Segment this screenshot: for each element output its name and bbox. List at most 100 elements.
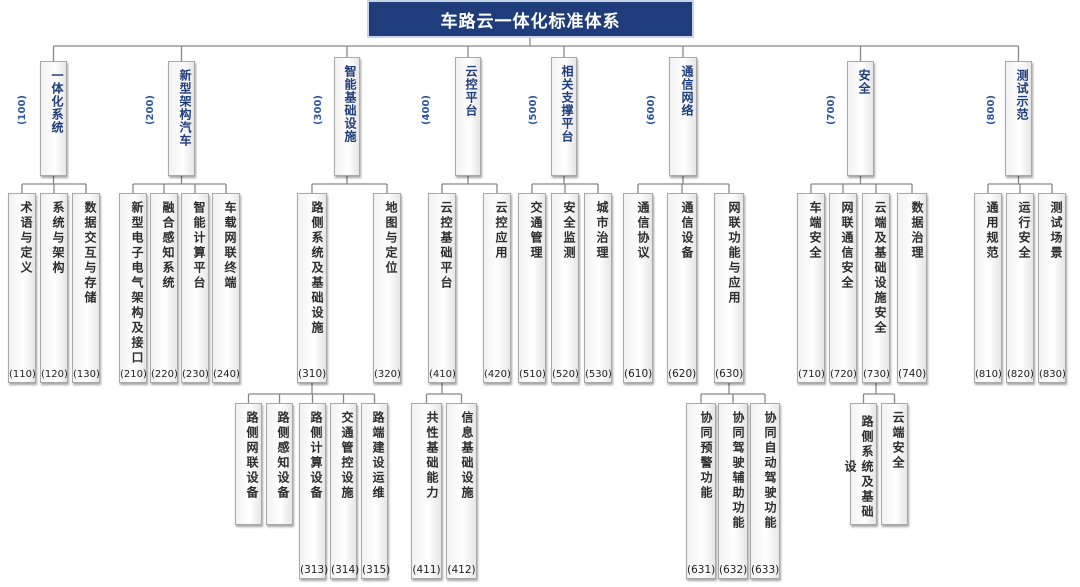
- sub-box-8-label: 路侧系统及基础设施: [310, 201, 324, 336]
- sub-box-8: 路侧系统及基础设施(310): [297, 193, 327, 383]
- sub-box-12-label: 交通管理: [529, 201, 543, 261]
- leaf-box-4: 交通管控设施 (314): [330, 403, 360, 579]
- sub-box-14: 城市治理(530): [584, 193, 612, 383]
- category-code-5: (500): [528, 95, 539, 126]
- sub-box-16: 通信设备 (620): [667, 193, 697, 383]
- leaf-box-10-label: 协同自动驾驶功能: [763, 411, 777, 531]
- leaf-box-3-label: 路侧计算设备: [309, 411, 323, 501]
- sub-box-21-label: 数据治理: [910, 201, 924, 261]
- sub-box-11-code: (420): [484, 369, 511, 380]
- leaf-box-12-label: 云端安全: [891, 411, 905, 471]
- leaf-box-3: 路侧计算设备 (313): [299, 403, 329, 579]
- leaf-box-7: 信息基础设施 (412): [446, 403, 477, 579]
- category-code-2: (200): [145, 95, 156, 126]
- sub-box-19: 网联通信安全(720): [829, 193, 857, 383]
- category-code-7: (700): [826, 95, 837, 126]
- category-box-1: 一体化系统: [40, 61, 67, 176]
- sub-box-19-code: (720): [830, 369, 857, 380]
- leaf-box-6-code: (411): [412, 564, 441, 576]
- leaf-box-4-code: (314): [331, 564, 360, 576]
- category-box-4: 云控平台: [455, 57, 481, 176]
- leaf-box-6-label: 共性基础能力: [425, 411, 439, 501]
- sub-box-7-code: (240): [213, 369, 240, 380]
- category-box-5: 相关支撑平台: [551, 57, 577, 176]
- sub-box-22-code: (810): [975, 369, 1002, 380]
- leaf-box-11-label: 路侧系统及基础设: [843, 415, 874, 520]
- sub-box-13-code: (520): [552, 369, 579, 380]
- sub-box-12: 交通管理 (510): [518, 193, 546, 383]
- category-box-2-label: 新型架构汽车: [178, 69, 192, 147]
- leaf-box-9-code: (632): [719, 564, 748, 576]
- leaf-box-7-label: 信息基础设施: [460, 411, 474, 501]
- category-box-2: 新型架构汽车: [168, 61, 195, 176]
- category-box-8-label: 测试示范: [1015, 69, 1029, 121]
- sub-box-22: 通用规范 (810): [974, 193, 1002, 383]
- leaf-box-12: 云端安全: [881, 403, 908, 525]
- leaf-box-10-code: (633): [751, 564, 780, 576]
- category-box-7: 安全: [847, 61, 874, 176]
- sub-box-2-code: (120): [41, 369, 68, 380]
- sub-box-11: 云控应用 (420): [483, 193, 511, 383]
- sub-box-18: 车端安全(710): [797, 193, 825, 383]
- sub-box-13: 安全监测 (520): [551, 193, 579, 383]
- leaf-box-2: 路侧感知设备: [266, 403, 293, 525]
- sub-box-3: 数据交互与存储(130): [72, 193, 100, 383]
- sub-box-6-code: (230): [182, 369, 209, 380]
- sub-box-10-label: 云控基础平台: [439, 201, 453, 291]
- category-code-8: (800): [986, 95, 997, 126]
- leaf-box-8-code: (631): [687, 564, 716, 576]
- sub-box-5-label: 融合感知系统: [161, 201, 175, 291]
- sub-box-3-label: 数据交互与存储: [83, 201, 97, 306]
- category-box-8: 测试示范: [1005, 61, 1032, 176]
- category-code-1: (100): [17, 95, 28, 126]
- sub-box-22-label: 通用规范: [985, 201, 999, 261]
- sub-box-14-code: (530): [585, 369, 612, 380]
- category-box-4-label: 云控平台: [464, 65, 478, 117]
- sub-box-9-label: 地图与定位: [384, 201, 398, 276]
- sub-box-1-code: (110): [9, 369, 36, 380]
- sub-box-6-label: 智能计算平台: [192, 201, 206, 291]
- sub-box-21-code: (740): [898, 368, 927, 380]
- category-box-3-label: 智能基础设施: [343, 65, 357, 143]
- sub-box-2-label: 系统与架构: [51, 201, 65, 276]
- leaf-box-3-code: (313): [300, 564, 329, 576]
- leaf-box-1-label: 路侧网联设备: [245, 411, 259, 501]
- sub-box-15-label: 通信协议: [636, 201, 650, 261]
- sub-box-10-code: (410): [429, 369, 456, 380]
- sub-box-4-code: (210): [120, 369, 147, 380]
- leaf-box-1: 路侧网联设备: [235, 403, 262, 525]
- leaf-box-7-code: (412): [447, 564, 476, 576]
- sub-box-11-label: 云控应用: [494, 201, 508, 261]
- sub-box-5-code: (220): [151, 369, 178, 380]
- leaf-box-4-label: 交通管控设施: [340, 411, 354, 501]
- sub-box-17: 网联功能与应用 (630): [714, 193, 744, 383]
- sub-box-16-code: (620): [668, 368, 697, 380]
- leaf-box-2-label: 路侧感知设备: [276, 411, 290, 501]
- sub-box-15-code: (610): [624, 368, 653, 380]
- sub-box-20: 云端及基础设施安全 (730): [862, 193, 890, 383]
- sub-box-6: 智能计算平台 (230): [181, 193, 209, 383]
- sub-box-7: 车载网联终端 (240): [212, 193, 240, 383]
- sub-box-4: 新型电子电气架构及接口(210): [119, 193, 147, 383]
- sub-box-17-code: (630): [715, 368, 744, 380]
- leaf-box-5-label: 路端建设运维: [371, 411, 385, 501]
- category-box-6: 通信网络: [669, 57, 697, 176]
- category-code-4: (400): [421, 95, 432, 126]
- sub-box-12-code: (510): [519, 369, 546, 380]
- sub-box-17-label: 网联功能与应用: [727, 201, 741, 306]
- sub-box-16-label: 通信设备: [680, 201, 694, 261]
- sub-box-7-label: 车载网联终端: [223, 201, 237, 291]
- sub-box-20-code: (730): [863, 369, 890, 380]
- sub-box-20-label: 云端及基础设施安全: [873, 201, 887, 336]
- sub-box-1-label: 术语与定义: [19, 201, 33, 276]
- leaf-box-6: 共性基础能力 (411): [411, 403, 442, 579]
- category-box-1-label: 一体化系统: [50, 69, 64, 134]
- sub-box-13-label: 安全监测: [562, 201, 576, 261]
- sub-box-24-code: (830): [1039, 369, 1066, 380]
- sub-box-15: 通信协议 (610): [623, 193, 653, 383]
- leaf-box-8-label: 协同预警功能: [699, 411, 713, 501]
- leaf-box-5-code: (315): [362, 564, 391, 576]
- leaf-box-9: 协同驾驶辅助功能(632): [718, 403, 748, 579]
- sub-box-24: 测试场景(830): [1038, 193, 1066, 383]
